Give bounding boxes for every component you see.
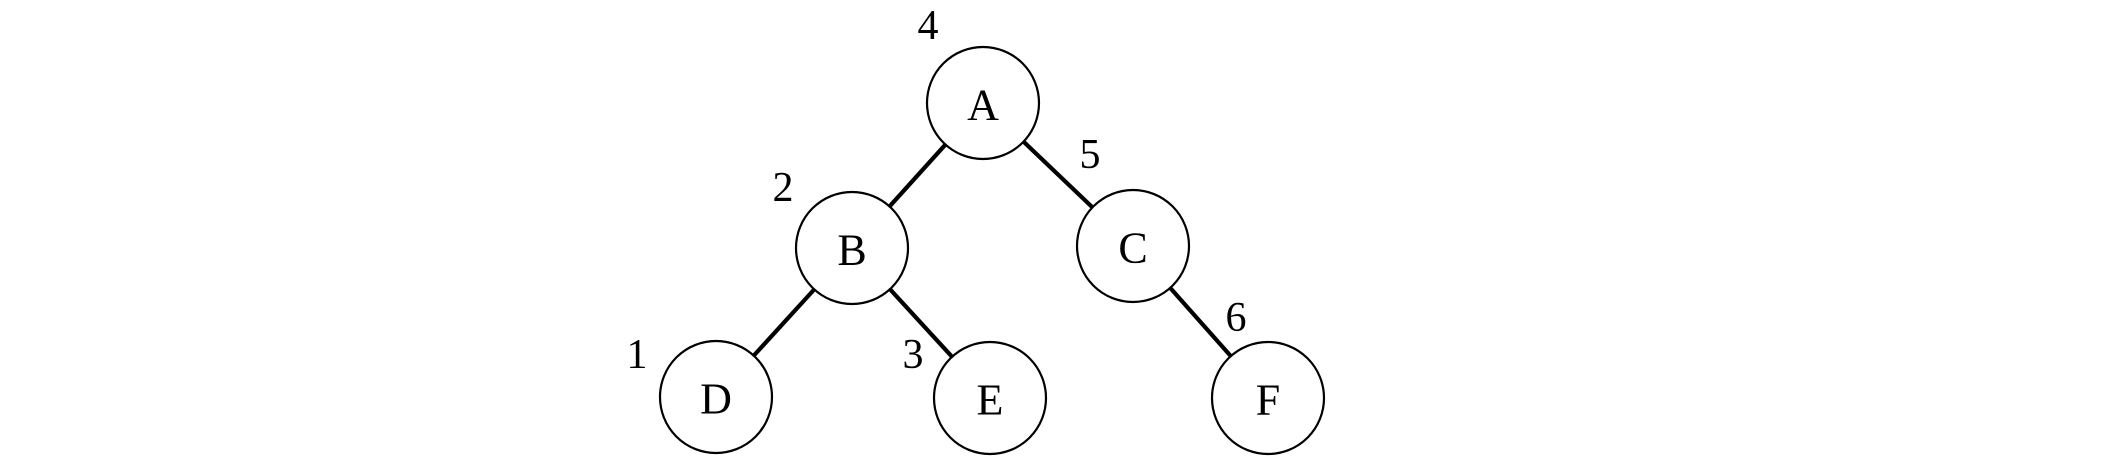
edge-weight-label-f: 6 bbox=[1226, 295, 1247, 341]
node-label-d: D bbox=[700, 375, 732, 424]
tree-edge-a-c bbox=[1022, 140, 1094, 209]
edge-weight-label-d: 1 bbox=[627, 332, 648, 378]
node-circle-d bbox=[658, 339, 774, 455]
tree-edge-c-f bbox=[1168, 286, 1233, 358]
node-circle-f bbox=[1210, 340, 1326, 456]
edge-weight-label-c: 5 bbox=[1080, 132, 1101, 178]
node-circle-e bbox=[932, 340, 1048, 456]
edge-weight-label-a: 4 bbox=[918, 3, 939, 49]
node-label-f: F bbox=[1256, 376, 1280, 425]
node-circle-b bbox=[794, 190, 910, 306]
node-circle-c bbox=[1075, 188, 1191, 304]
tree-node-f[interactable]: F bbox=[1210, 340, 1326, 456]
tree-node-e[interactable]: E bbox=[932, 340, 1048, 456]
tree-nodes-group: A B C D E F bbox=[658, 45, 1326, 456]
node-label-c: C bbox=[1118, 224, 1147, 273]
tree-node-b[interactable]: B bbox=[794, 190, 910, 306]
tree-node-c[interactable]: C bbox=[1075, 188, 1191, 304]
tree-node-d[interactable]: D bbox=[658, 339, 774, 455]
node-label-a: A bbox=[967, 81, 999, 130]
tree-edges-group bbox=[752, 140, 1233, 359]
node-circle-a bbox=[925, 45, 1041, 161]
edge-weight-label-b: 2 bbox=[773, 165, 794, 211]
tree-edge-b-d bbox=[752, 287, 816, 358]
node-label-b: B bbox=[837, 226, 866, 275]
tree-node-a[interactable]: A bbox=[925, 45, 1041, 161]
tree-edge-a-b bbox=[887, 143, 948, 208]
edge-weight-labels-group: 4 2 5 1 3 6 bbox=[627, 3, 1247, 378]
edge-weight-label-e: 3 bbox=[903, 332, 924, 378]
tree-edge-b-e bbox=[888, 287, 954, 359]
node-label-e: E bbox=[977, 376, 1004, 425]
